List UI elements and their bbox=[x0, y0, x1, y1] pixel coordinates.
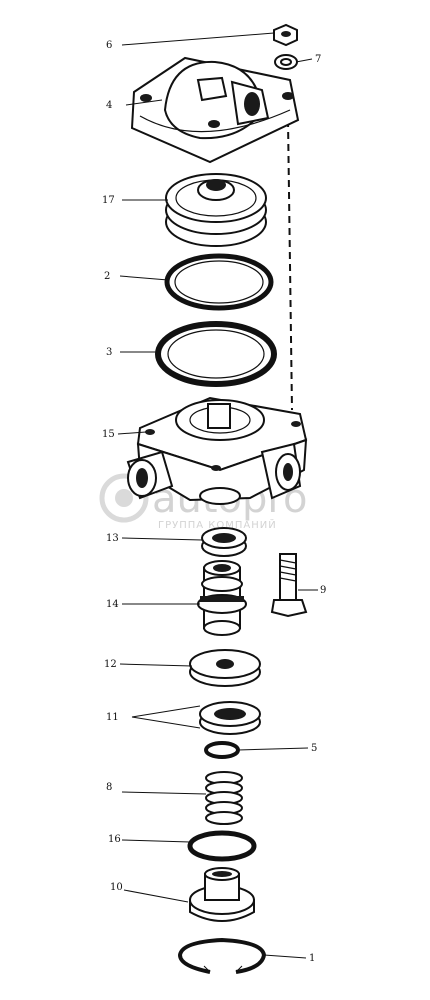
part-12-disc-seal bbox=[189, 649, 261, 687]
part-16-ring bbox=[187, 830, 257, 862]
callout-4: 4 bbox=[106, 100, 112, 111]
part-15-valve-body bbox=[126, 396, 308, 505]
part-7-washer bbox=[274, 54, 298, 70]
watermark-logo-icon bbox=[99, 473, 149, 523]
callout-17: 17 bbox=[102, 195, 115, 206]
callout-9: 9 bbox=[320, 585, 326, 596]
callout-7: 7 bbox=[315, 54, 321, 65]
part-5-ring bbox=[204, 741, 240, 759]
leader-lines bbox=[117, 32, 318, 959]
callout-11: 11 bbox=[106, 712, 119, 723]
part-3-diaphragm bbox=[155, 321, 277, 387]
part-2-oring bbox=[164, 253, 274, 311]
part-1-retaining-ring bbox=[177, 937, 267, 974]
part-9-bolt bbox=[270, 553, 308, 618]
callout-14: 14 bbox=[106, 599, 119, 610]
callout-15: 15 bbox=[102, 429, 115, 440]
part-13-bushing bbox=[201, 527, 247, 557]
callout-13: 13 bbox=[106, 533, 119, 544]
callout-12: 12 bbox=[104, 659, 117, 670]
callout-6: 6 bbox=[106, 40, 112, 51]
callout-8: 8 bbox=[106, 782, 112, 793]
part-17-piston bbox=[165, 173, 267, 247]
part-4-cover bbox=[130, 56, 300, 164]
part-11-seals bbox=[199, 701, 261, 735]
callout-5: 5 bbox=[311, 743, 317, 754]
assembly-axis-dashed bbox=[287, 119, 293, 411]
callout-10: 10 bbox=[110, 882, 123, 893]
callout-3: 3 bbox=[106, 347, 112, 358]
callout-16: 16 bbox=[108, 834, 121, 845]
part-10-cup bbox=[189, 867, 255, 922]
part-6-nut bbox=[273, 23, 298, 47]
callout-2: 2 bbox=[104, 271, 110, 282]
part-8-spring bbox=[205, 771, 243, 825]
watermark-tagline: ГРУППА КОМПАНИЙ bbox=[158, 518, 277, 531]
callout-1: 1 bbox=[309, 953, 315, 964]
callout-labels: 6 7 4 17 2 3 15 13 9 14 12 11 5 8 16 10 … bbox=[102, 40, 326, 964]
part-14-valve-stem bbox=[197, 560, 247, 636]
